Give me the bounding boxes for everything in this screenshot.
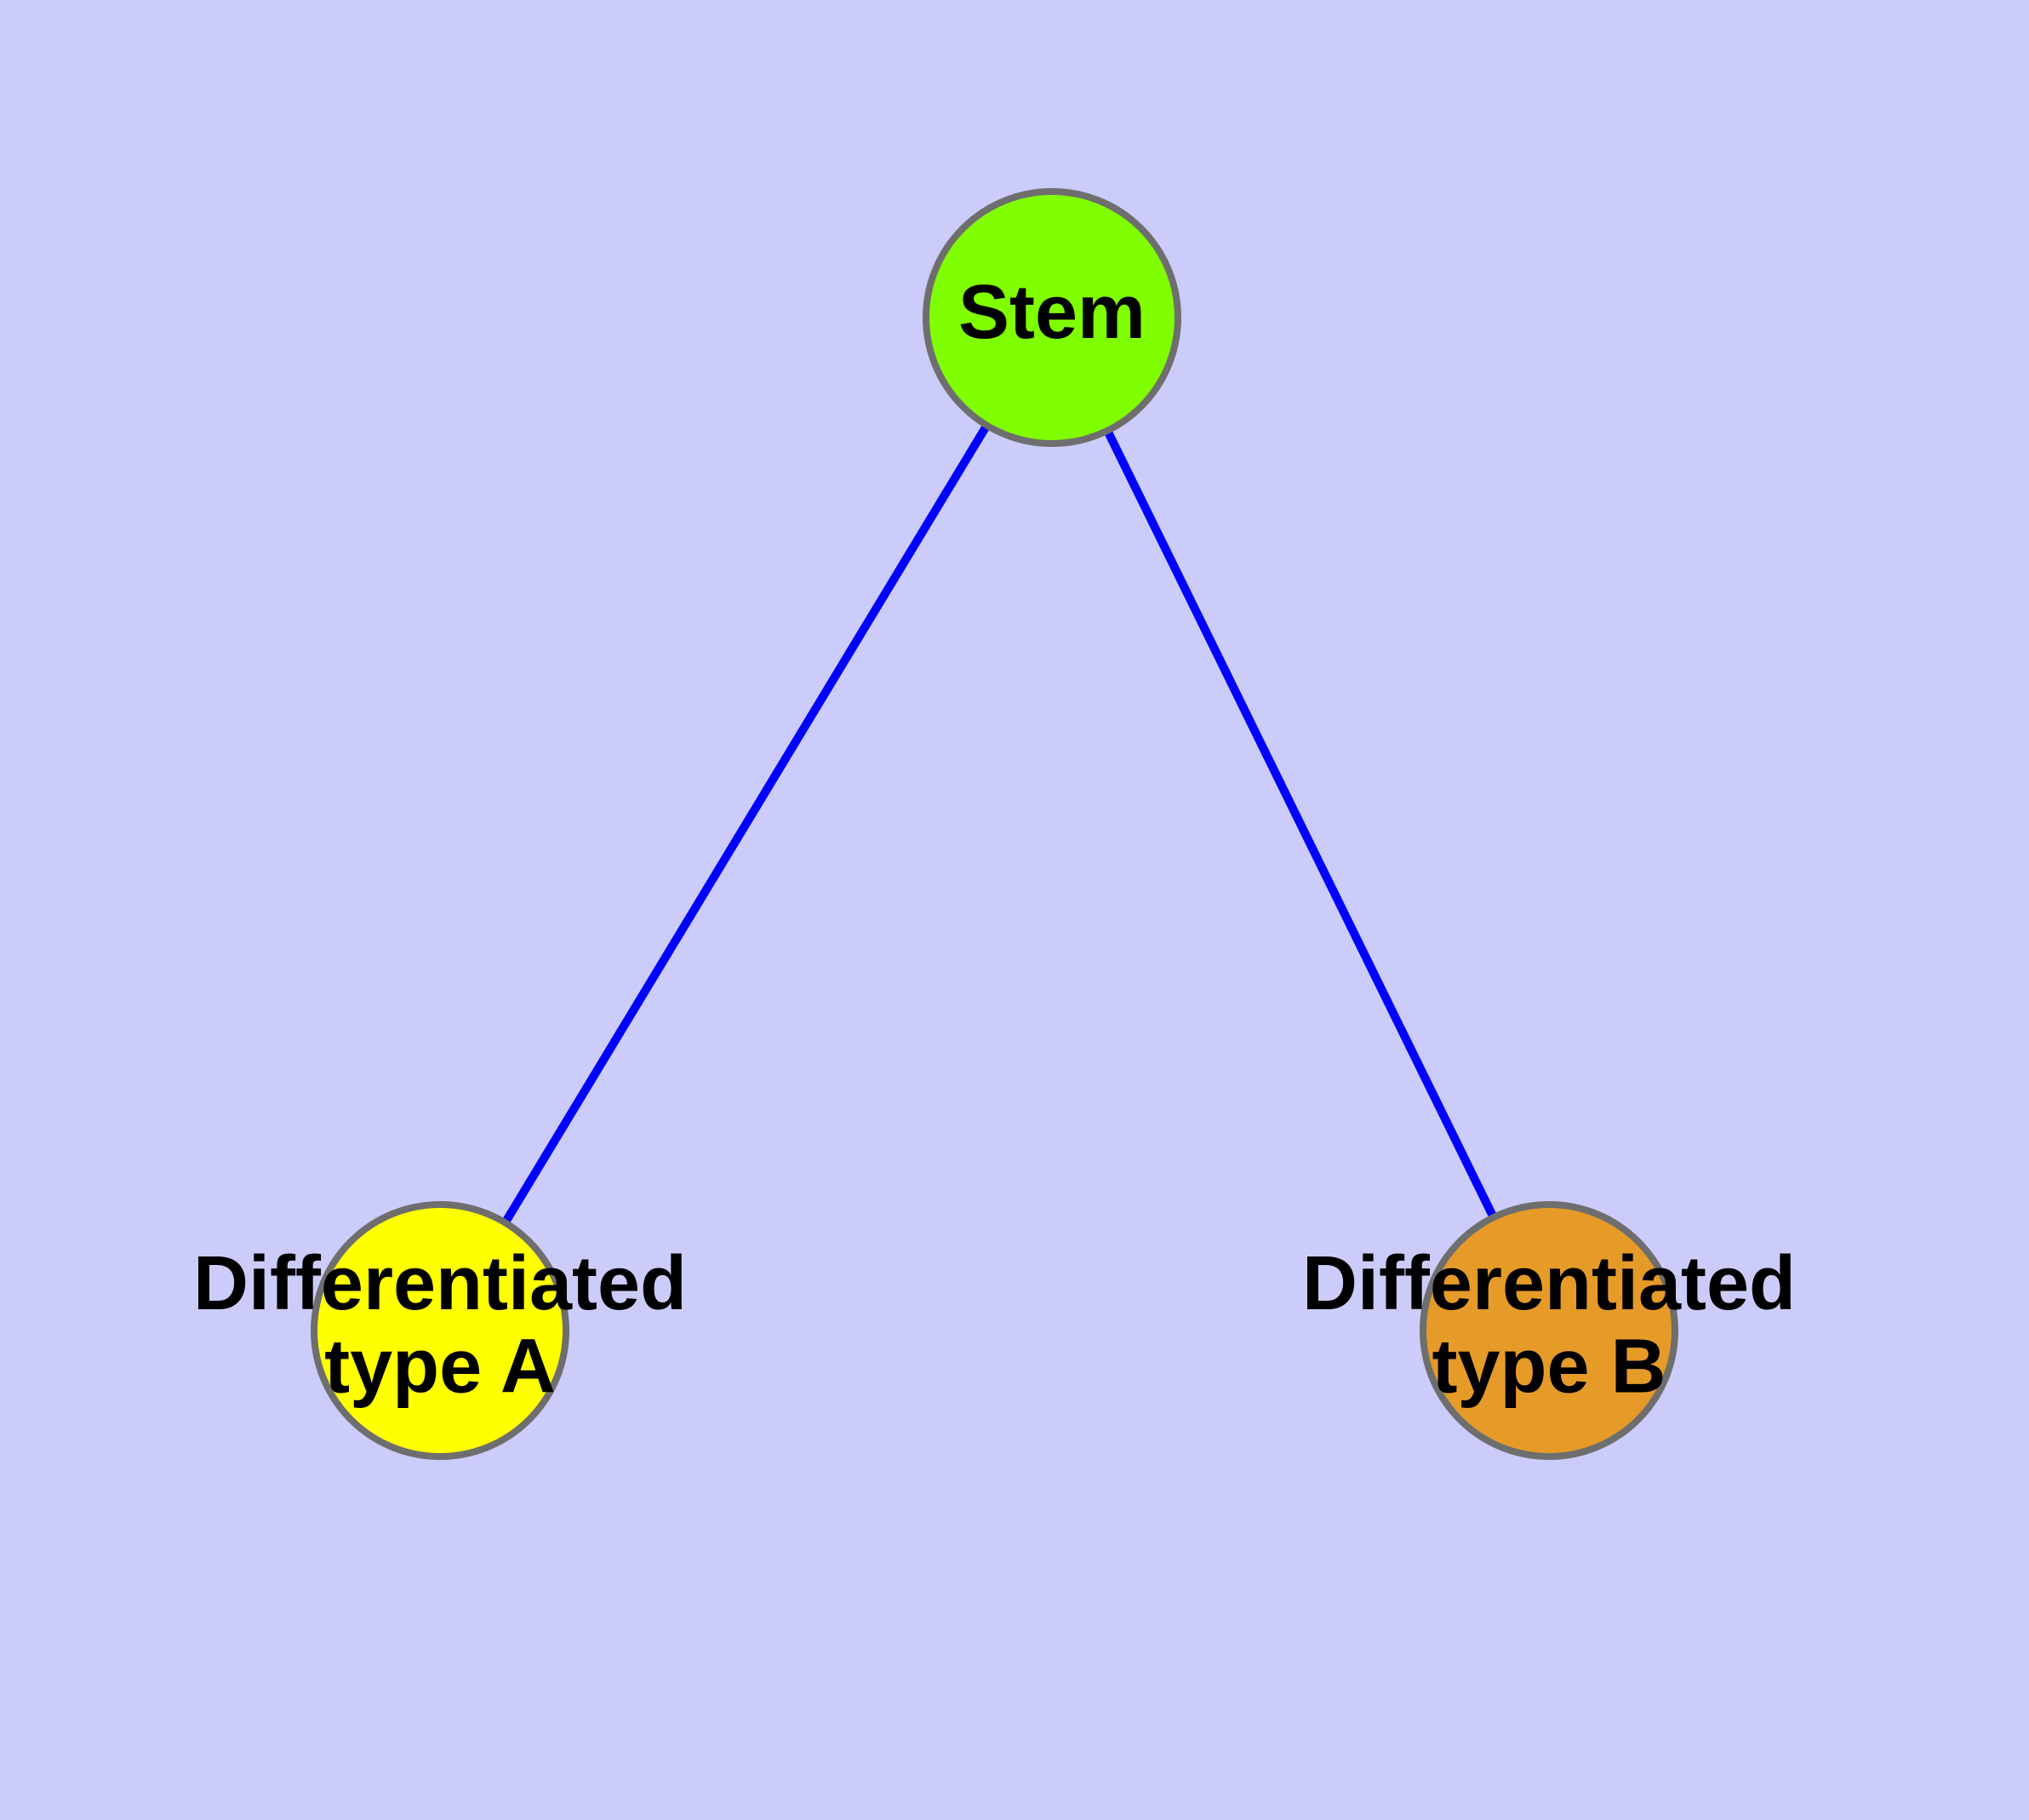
node-label-stem: Stem [958,270,1146,355]
nodes-layer [311,188,1678,1460]
node-label-line: Differentiated [1302,1241,1796,1326]
edge-stem-to-diff-b [1103,428,1498,1220]
edges-layer [501,423,1498,1225]
node-label-line: Stem [958,270,1146,355]
node-label-line: type A [324,1324,556,1409]
edge-stem-to-diff-a [501,423,991,1225]
node-label-line: type B [1432,1324,1666,1409]
node-stem[interactable] [923,188,1181,447]
node-diff_b[interactable] [1420,1201,1678,1460]
node-label-line: Differentiated [193,1241,687,1326]
node-diff_a[interactable] [311,1201,569,1460]
